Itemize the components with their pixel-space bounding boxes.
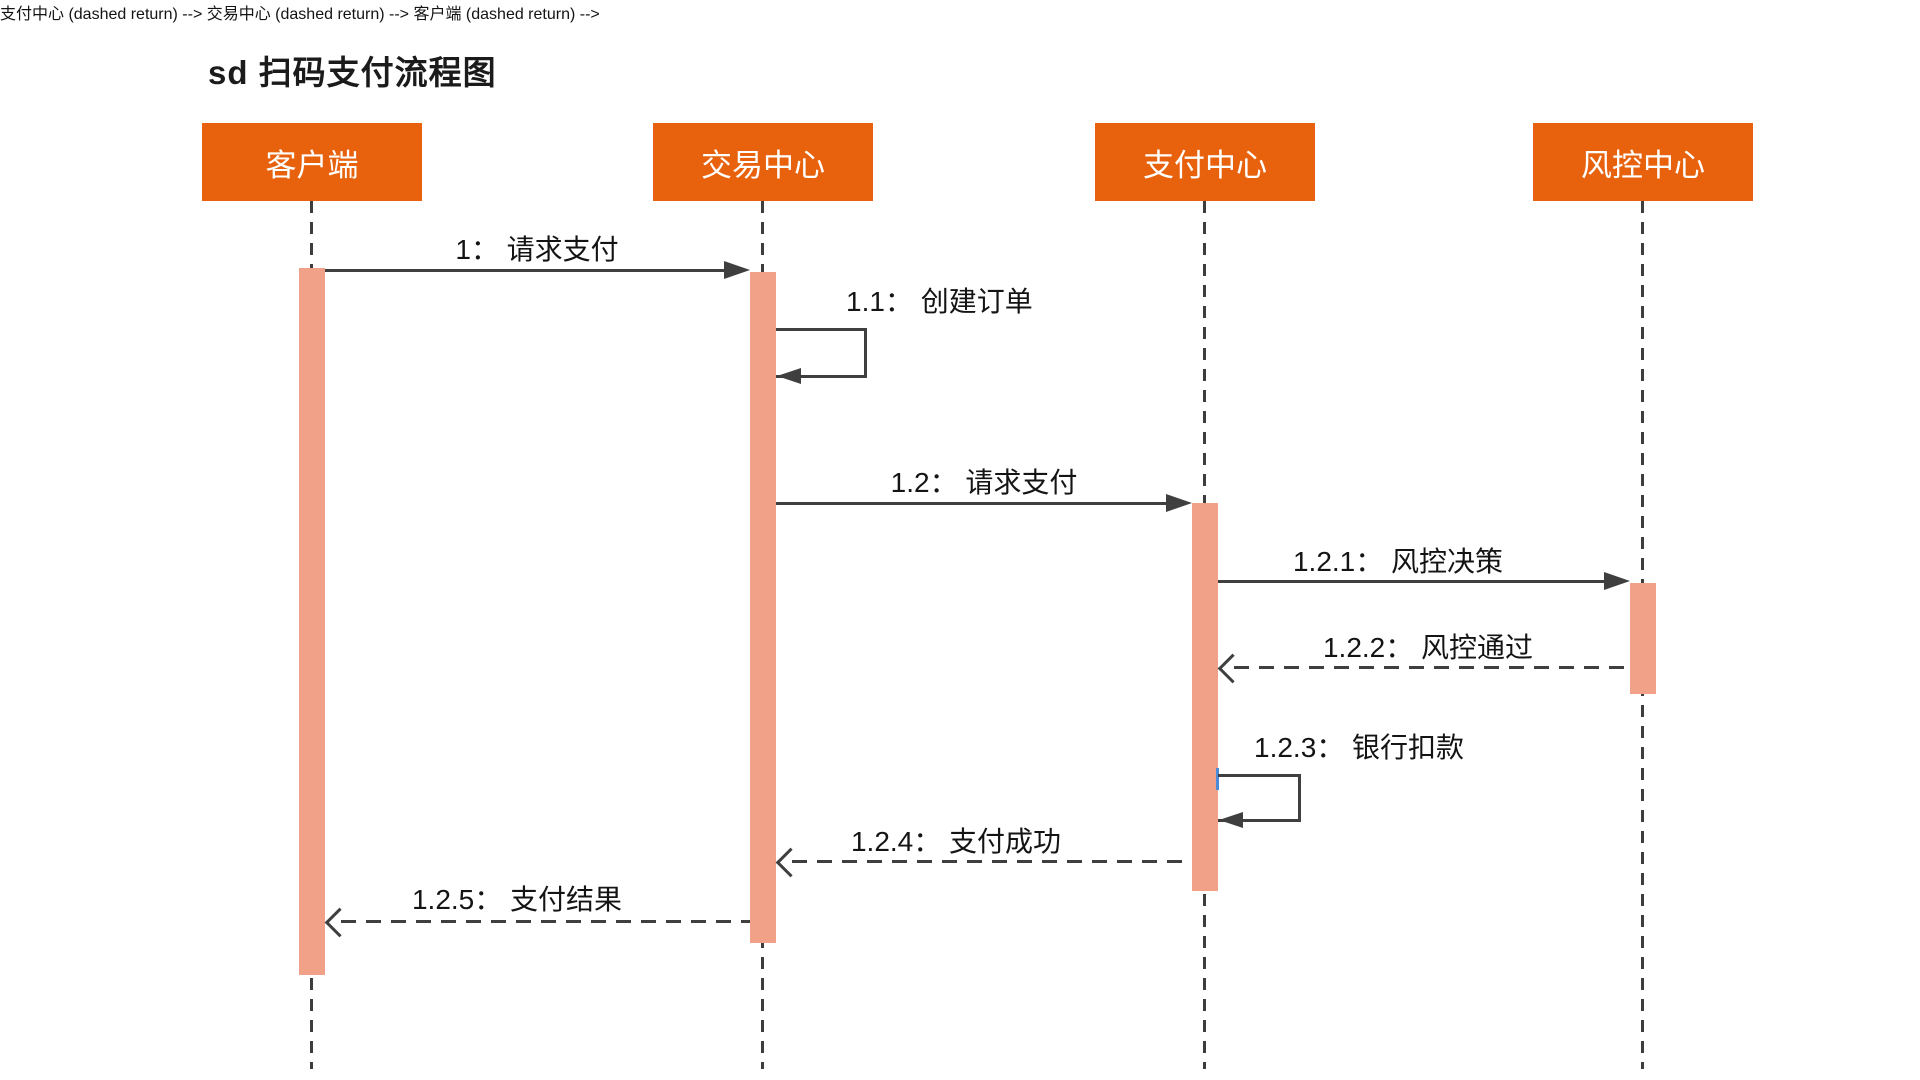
message-1-1-label: 1.1： 创建订单 — [846, 286, 1033, 317]
message-1-2-5-label: 1.2.5： 支付结果 — [411, 884, 623, 915]
message-1-2-label: 1.2： 请求支付 — [890, 467, 1078, 498]
message-1-2-4-line — [792, 860, 1192, 863]
message-1-2-3-label: 1.2.3： 银行扣款 — [1254, 732, 1465, 763]
message-1-2-1-line — [1218, 580, 1606, 583]
actor-box-trade-center: 交易中心 — [653, 123, 873, 201]
message-1-2-2-label: 1.2.2： 风控通过 — [1322, 632, 1534, 663]
message-1-label: 1： 请求支付 — [455, 234, 619, 265]
message-1-line — [325, 269, 726, 272]
message-1-2-line — [776, 502, 1168, 505]
message-1-2-4-arrowhead-icon — [775, 847, 806, 878]
actor-box-payment-center: 支付中心 — [1095, 123, 1315, 201]
cursor-artifact — [1216, 768, 1219, 790]
message-1-2-1-label: 1.2.1： 风控决策 — [1292, 546, 1504, 577]
message-1-arrowhead-icon — [724, 261, 750, 279]
message-1-2-5-arrowhead-icon — [324, 907, 355, 938]
activation-trade-center — [750, 272, 776, 943]
message-1-2-1-arrowhead-icon — [1604, 572, 1630, 590]
message-1-1-arrowhead-icon — [777, 368, 801, 384]
message-1-1-self-loop — [776, 328, 867, 378]
message-1-2-4-label: 1.2.4： 支付成功 — [850, 826, 1062, 857]
message-1-2-2-arrowhead-icon — [1217, 653, 1248, 684]
diagram-title: sd 扫码支付流程图 — [208, 54, 497, 91]
message-1-2-2-line — [1234, 666, 1630, 669]
actor-box-client: 客户端 — [202, 123, 422, 201]
activation-payment-center — [1192, 503, 1218, 891]
message-1-2-5-line — [341, 920, 750, 923]
actor-box-risk-center: 风控中心 — [1533, 123, 1753, 201]
message-1-2-3-arrowhead-icon — [1219, 812, 1243, 828]
activation-client — [299, 268, 325, 975]
activation-risk-center — [1630, 583, 1656, 694]
message-1-2-arrowhead-icon — [1166, 494, 1192, 512]
message-1-2-3-self-loop — [1218, 774, 1301, 822]
